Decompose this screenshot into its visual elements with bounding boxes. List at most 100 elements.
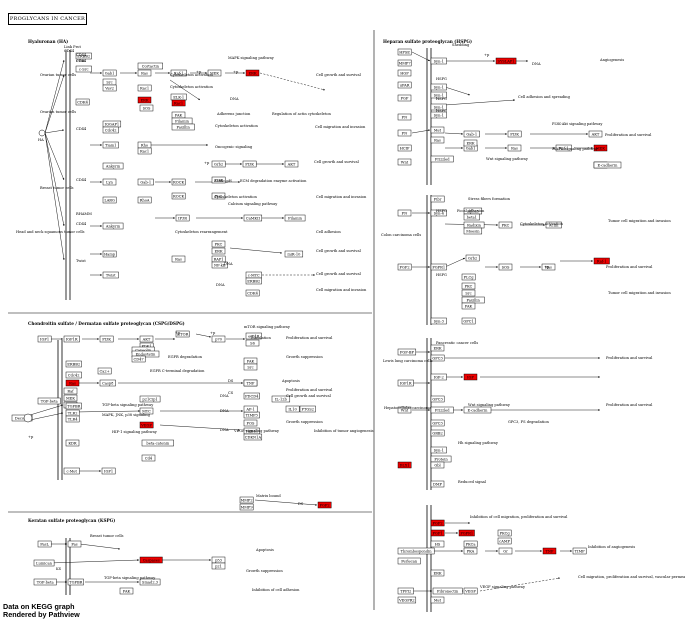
gene-node: Moesin	[463, 227, 483, 235]
gene-node: Protein	[430, 455, 452, 463]
gene-node: beta-catenin	[141, 439, 174, 447]
gene-node: CD47	[131, 355, 146, 363]
gene-node-label: Filamin	[175, 119, 189, 123]
gene-node-label: Frizzled	[435, 408, 450, 412]
gene-node-label: IP3R	[178, 216, 187, 220]
gene-node-label: Paxillin	[177, 125, 191, 129]
gene-node-label: TNF	[545, 549, 554, 553]
gene-node: IGF1	[37, 335, 52, 343]
pathway-text: Head and neck squamous tumor cells	[16, 230, 85, 234]
gene-node: Filamin	[171, 117, 193, 125]
gene-node-label: PLC	[215, 194, 223, 198]
gene-node-label: PKC	[502, 223, 510, 227]
gene-node: IL-12b	[271, 395, 291, 403]
pathway-text: HSPG	[436, 97, 447, 101]
gene-node-label: MEK	[210, 71, 219, 75]
gene-node-label: ROCK	[173, 180, 184, 184]
gene-node: TIMP3	[243, 411, 260, 419]
gene-node: Src	[102, 78, 117, 86]
gene-node: TLR2	[65, 409, 80, 417]
gene-node-label: PI3K	[510, 132, 519, 136]
gene-node-label: Moesin	[466, 229, 480, 233]
gene-node-label: Casp8	[102, 381, 114, 385]
footer-data-source: Data on KEGG graph	[3, 602, 75, 611]
gene-node-label: miR-10	[287, 252, 301, 256]
gene-node-label: GPC3	[432, 356, 443, 360]
gene-node-label: Rac1	[140, 149, 149, 153]
gene-node: mTOR	[175, 330, 190, 338]
gene-node: GRB2	[430, 429, 445, 437]
gene-node: c-MYC	[245, 271, 262, 279]
gene-node-label: FGF1	[433, 531, 443, 535]
pathway-text: Oncogenic signaling	[215, 145, 253, 149]
gene-node: p21Cip1	[139, 395, 161, 403]
decorin-node-icon	[23, 413, 33, 423]
gene-node: TGFBR	[65, 402, 82, 410]
gene-node: Ras	[171, 255, 186, 263]
gene-node-label: ELK-1	[173, 95, 184, 99]
gene-node: IL10	[285, 405, 300, 413]
gene-node: Endostatin	[131, 350, 160, 358]
pathway-text: HIF-1 signaling pathway	[112, 430, 158, 434]
gene-node-label: RAP1	[214, 257, 224, 261]
gene-node-label: uPAR	[400, 83, 410, 87]
gene-node-label: TGF-beta	[41, 399, 59, 403]
gene-node: Smad2,3	[139, 578, 161, 586]
gene-node: Src	[461, 289, 476, 297]
gene-node: CDK4	[245, 289, 260, 297]
pathway-arrow	[74, 410, 141, 413]
gene-node-label: FGF	[401, 96, 409, 100]
pathway-text: Proliferation and survival	[605, 133, 652, 137]
gene-node-label: IGF1	[104, 469, 113, 473]
gene-node-label: GPC3	[432, 421, 443, 425]
gene-node-label: Smad2,3	[142, 580, 159, 584]
pathway-text: Cytoskeleton rearrangement	[175, 230, 228, 234]
gene-node-label: alpha5	[467, 209, 480, 213]
gene-node: FAK	[171, 111, 186, 119]
pathway-arrow	[29, 412, 64, 421]
gene-node: p70	[211, 335, 226, 343]
gene-node-label: Thrombospondin	[401, 549, 433, 553]
pathway-text: Ovarian tumor cells	[40, 73, 76, 77]
gene-node-label: Ras	[545, 265, 552, 269]
gene-node: PKC	[211, 240, 226, 248]
gene-node-label: SOS	[502, 265, 510, 269]
gene-node: ERK	[430, 344, 445, 352]
gene-node: FGF2	[397, 263, 412, 271]
gene-node-label: TNF	[246, 381, 255, 385]
gene-node: DMP	[430, 480, 445, 488]
pathway-text: TGF-beta signaling pathway	[104, 576, 156, 580]
gene-node: PI3K	[99, 335, 114, 343]
gene-node: Rac1	[171, 99, 186, 107]
gene-node-label: Lyn	[106, 180, 113, 184]
gene-node: IGF1	[101, 467, 116, 475]
pathway-text: MAPK, JNK, p38 signaling	[102, 413, 151, 417]
gene-node: ROCK	[171, 192, 186, 200]
gene-node-label: Ras	[175, 257, 182, 261]
gene-node-label: Rho	[141, 143, 148, 147]
gene-node: S6	[245, 339, 260, 347]
pathway-arrow	[444, 99, 516, 106]
gene-node: Gr	[498, 547, 513, 555]
gene-node: Gab-1	[137, 178, 154, 186]
gene-node-label: VEGF	[140, 423, 152, 427]
gene-node-label: ERBB2	[77, 54, 90, 58]
pathway-arrow	[411, 129, 431, 134]
gene-node: ROCK	[171, 178, 186, 186]
gene-node-label: PLCg	[464, 275, 475, 279]
pathway-text: +p	[204, 161, 210, 165]
gene-node-label: IGF1R	[400, 381, 412, 385]
gene-node: Lumican	[33, 559, 55, 567]
gene-node: IP3R	[175, 214, 190, 222]
gene-node-label: Perlecan	[401, 559, 418, 563]
pathway-text: Cell growth and survival	[316, 73, 362, 77]
gene-node-label: Raf-1	[174, 71, 184, 75]
gene-node-label: Src	[247, 365, 253, 369]
gene-node-label: Caspases	[143, 558, 160, 562]
pathway-arrow	[44, 132, 65, 181]
pathway-text: +p	[28, 435, 34, 439]
gene-node-label: CDK4	[77, 100, 88, 104]
pathway-text: CD44	[76, 222, 87, 226]
pathway-text: Link Prot	[64, 45, 81, 49]
gene-node: Syn-1	[430, 111, 447, 119]
